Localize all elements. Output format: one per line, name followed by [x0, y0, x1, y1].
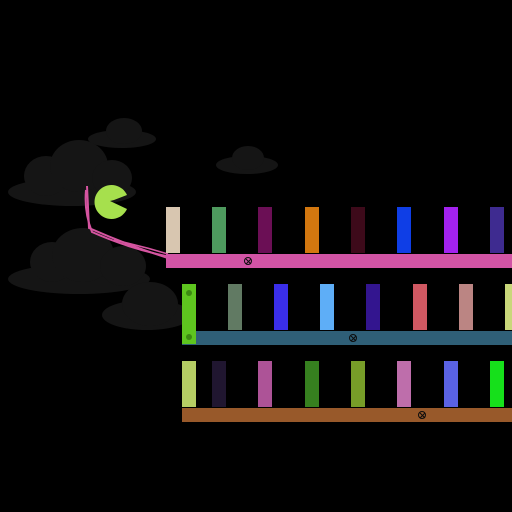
shelf-2: [182, 331, 512, 345]
shelf-2-post: [459, 284, 473, 330]
shelf-2-post: [228, 284, 242, 330]
shelf-1-post: [212, 207, 226, 253]
cloud-left: [8, 140, 136, 206]
shelf-3-post: [444, 361, 458, 407]
shelf-1-post: [397, 207, 411, 253]
bolt-icon: [186, 290, 192, 296]
green-block[interactable]: [182, 284, 196, 344]
shelf-2-post: [505, 284, 512, 330]
shelf-1: [166, 254, 512, 268]
cloud-small-right: [216, 146, 278, 174]
shelf-2-post: [274, 284, 288, 330]
screw-icon: [418, 411, 426, 419]
shelf-1-post: [305, 207, 319, 253]
shelf-1-post: [351, 207, 365, 253]
bolt-icon: [186, 334, 192, 340]
shelf-1-post: [490, 207, 504, 253]
cloud-behind-shelf: [102, 282, 192, 330]
shelf-3-post: [212, 361, 226, 407]
shelf-1-post: [166, 207, 180, 253]
shelf-3-post: [397, 361, 411, 407]
cloud-small-top: [88, 118, 156, 148]
shelf-3-post: [490, 361, 504, 407]
shelf-3-post: [182, 361, 196, 407]
screw-icon: [244, 257, 252, 265]
shelf-2-post: [366, 284, 380, 330]
shelf-3-post: [351, 361, 365, 407]
shelf-1-post: [444, 207, 458, 253]
shelf-2-post: [413, 284, 427, 330]
screw-icon: [349, 334, 357, 342]
shelf-2-post: [320, 284, 334, 330]
shelf-3: [182, 408, 512, 422]
shelf-1-post: [258, 207, 272, 253]
pacman-icon[interactable]: [92, 183, 128, 219]
shelf-3-post: [305, 361, 319, 407]
shelf-3-post: [258, 361, 272, 407]
